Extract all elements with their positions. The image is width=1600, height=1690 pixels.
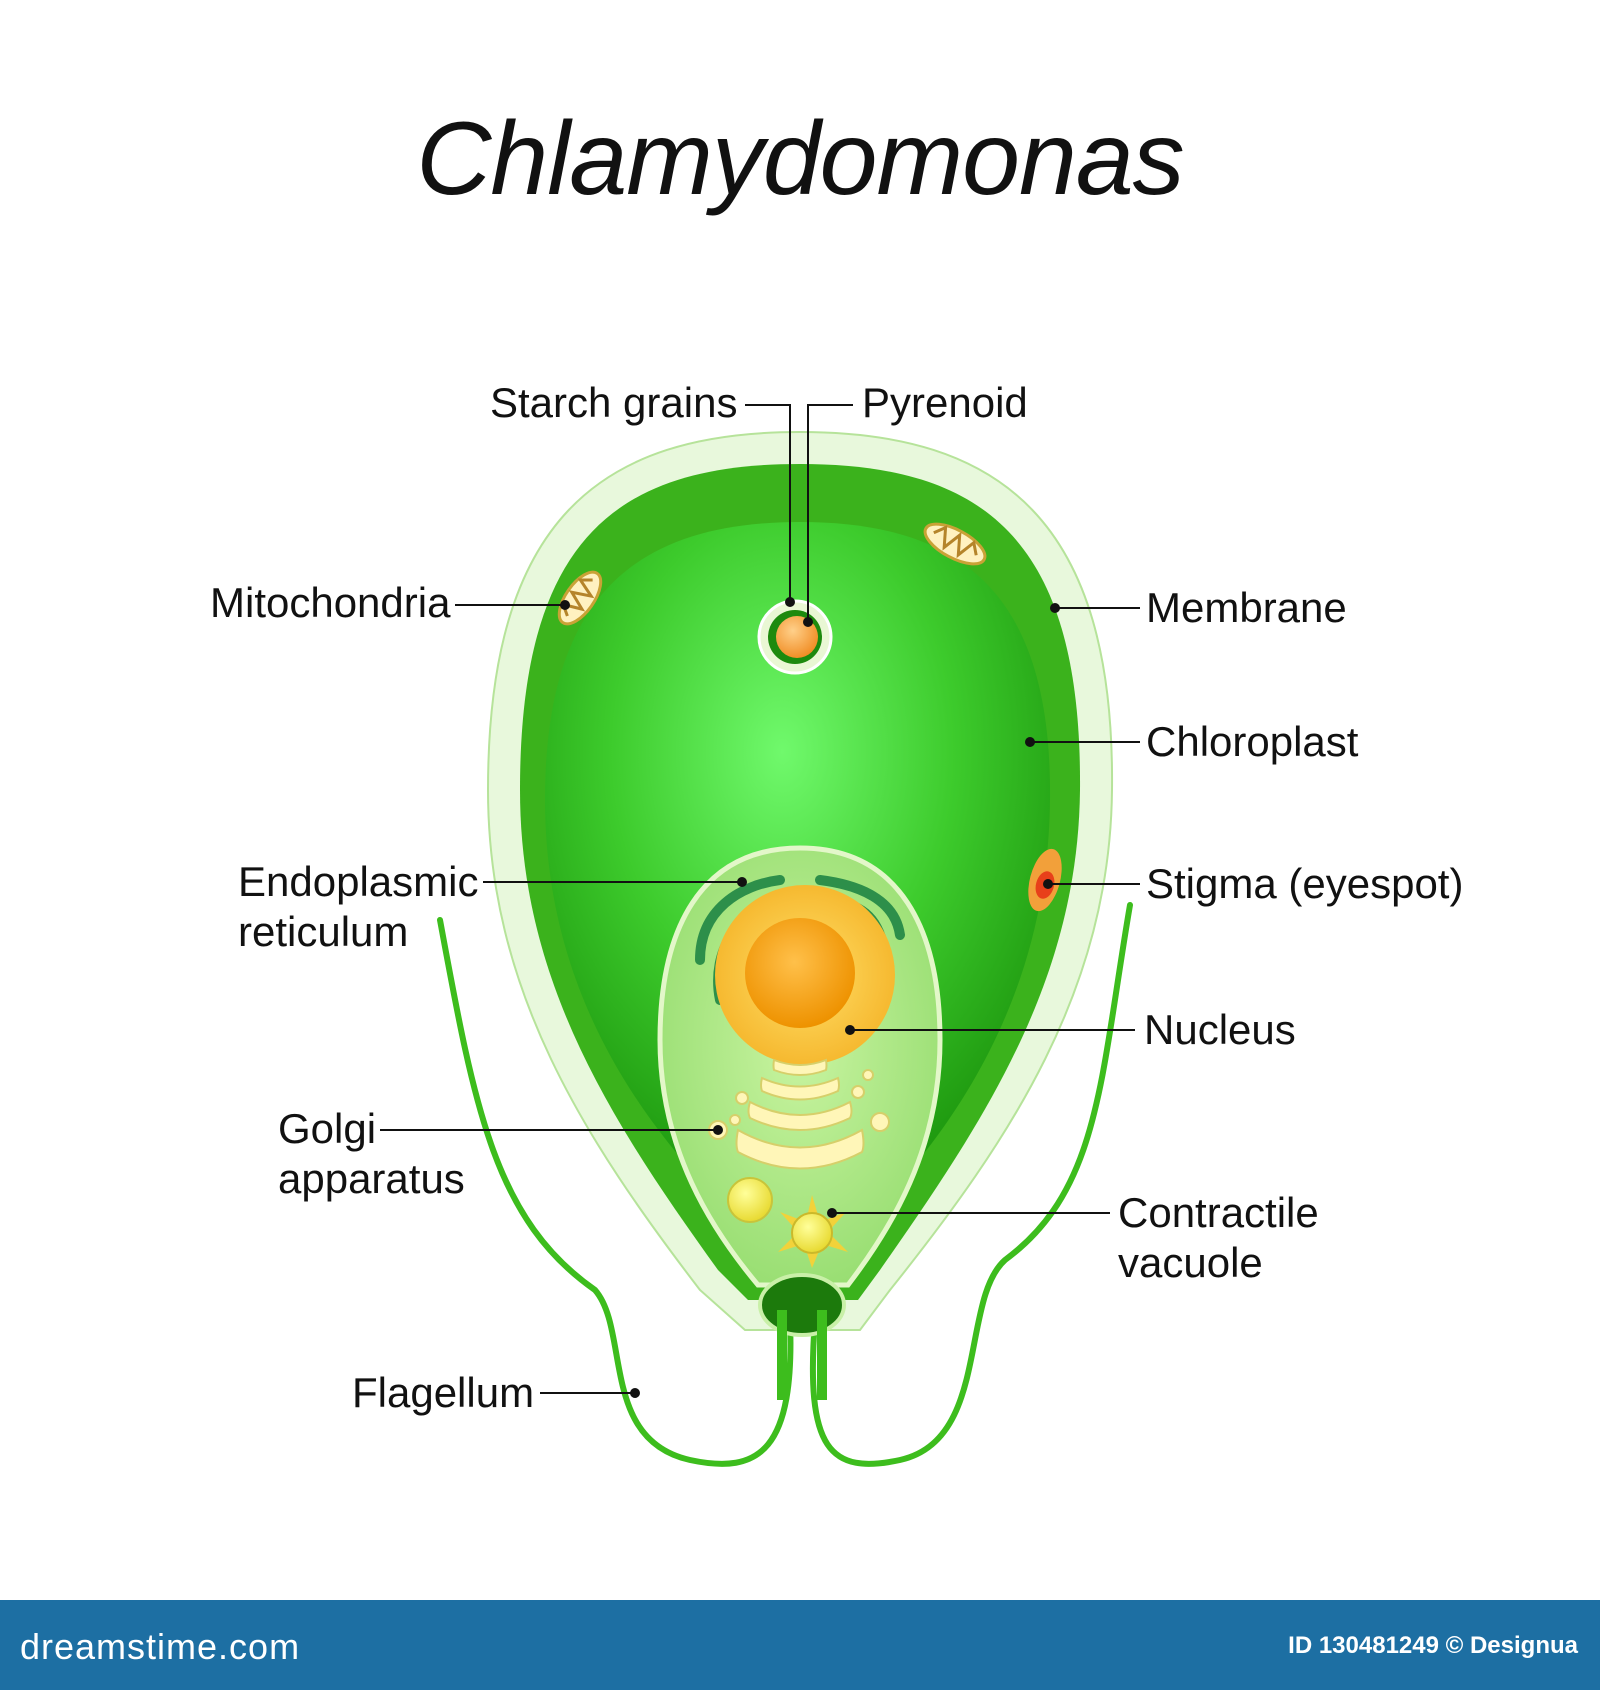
label-nucleus: Nucleus	[1144, 1006, 1296, 1053]
label-endoplasmic-line2: reticulum	[238, 908, 409, 955]
label-golgi-line2: apparatus	[278, 1155, 465, 1202]
label-golgi-line1: Golgi	[278, 1105, 377, 1152]
label-pyrenoid: Pyrenoid	[862, 379, 1028, 426]
label-chloroplast: Chloroplast	[1146, 718, 1359, 765]
nucleus	[715, 885, 895, 1065]
left-flagellum	[437, 917, 794, 1467]
leader-lines	[380, 404, 1140, 1394]
label-endoplasmic-reticulum: Endoplasmic reticulum	[238, 857, 478, 957]
golgi-apparatus	[708, 1058, 890, 1170]
footer-credit: ID 130481249 © Designua	[1288, 1632, 1578, 1659]
label-contractile-vacuole: Contractile vacuole	[1118, 1188, 1319, 1288]
flagella	[437, 902, 1133, 1467]
label-contractile-line2: vacuole	[1118, 1239, 1263, 1286]
label-membrane: Membrane	[1146, 584, 1347, 631]
mitochondrion-right	[923, 522, 987, 566]
basal-body-opening	[758, 1273, 846, 1337]
label-mitochondria: Mitochondria	[210, 579, 451, 626]
label-contractile-line1: Contractile	[1118, 1189, 1319, 1236]
contractile-vacuole	[778, 1195, 848, 1268]
label-flagellum: Flagellum	[352, 1369, 535, 1416]
leader-dots	[560, 597, 1060, 1398]
pyrenoid	[757, 599, 833, 675]
footer-bar: dreamstime.com ID 130481249 © Designua	[0, 1600, 1600, 1690]
chlamydomonas-diagram	[380, 404, 1140, 1467]
vacuole-small	[727, 1177, 773, 1223]
diagram-title: Chlamydomonas	[416, 101, 1184, 217]
label-stigma: Stigma (eyespot)	[1146, 860, 1464, 907]
right-flagellum	[809, 902, 1133, 1467]
label-golgi-apparatus: Golgi apparatus	[278, 1104, 465, 1204]
flagella-base	[777, 1310, 827, 1400]
label-starch-grains: Starch grains	[490, 379, 738, 426]
footer-brand: dreamstime.com	[20, 1626, 301, 1667]
label-endoplasmic-line1: Endoplasmic	[238, 858, 479, 905]
